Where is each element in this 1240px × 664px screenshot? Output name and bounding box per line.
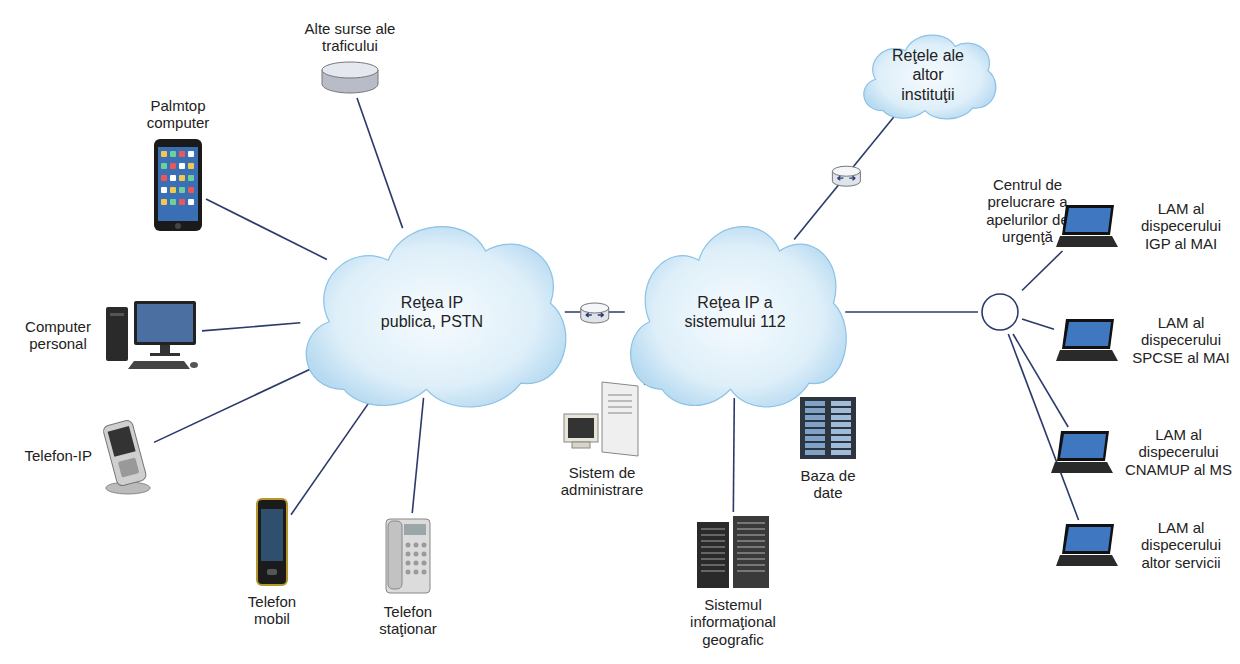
node-label: Palmtop computer xyxy=(138,97,218,132)
circle-icon xyxy=(980,292,1020,332)
network-link xyxy=(357,98,403,228)
admin-icon xyxy=(562,378,642,458)
device-node: LAM al dispecerului SPCSE al MAI xyxy=(1056,314,1236,366)
network-link xyxy=(412,398,423,513)
network-cloud: Reţea IP publica, PSTN xyxy=(285,205,580,420)
db-icon xyxy=(798,395,858,461)
gis-icon xyxy=(693,514,773,590)
router-icon xyxy=(581,303,609,323)
network-link xyxy=(733,398,736,512)
device-node: Telefon staţionar xyxy=(363,515,453,638)
network-cloud: Reţele ale altor instituţii xyxy=(853,25,1003,125)
device-node: LAM al dispecerului IGP al MAI xyxy=(1056,200,1236,252)
tablet-icon xyxy=(152,137,204,233)
device-node: Telefon-IP xyxy=(24,416,152,496)
node-label: Telefon mobil xyxy=(237,593,307,628)
hub-circle: Centrul de prelucrare a apelurilor de ur… xyxy=(980,292,1020,332)
laptop-icon xyxy=(1056,522,1120,568)
cloud-shape xyxy=(613,205,858,420)
node-label: Reţea IP a sistemului 112 xyxy=(668,293,803,331)
node-label: Reţea IP publica, PSTN xyxy=(372,293,492,331)
device-node: Sistem de administrare xyxy=(547,378,657,499)
network-link xyxy=(1008,334,1078,520)
network-cloud: Reţea IP a sistemului 112 xyxy=(613,205,858,420)
network-link xyxy=(1022,319,1054,329)
node-label: Reţele ale altor instituţii xyxy=(888,46,968,104)
node-label: Baza de date xyxy=(788,467,868,502)
laptop-icon xyxy=(1056,317,1120,363)
network-link xyxy=(154,362,324,442)
network-link xyxy=(794,111,899,239)
node-label: Telefon staţionar xyxy=(363,603,453,638)
mobile-icon xyxy=(255,497,289,587)
laptop-icon xyxy=(1056,203,1120,249)
pc-icon xyxy=(104,299,200,371)
network-link xyxy=(291,390,377,514)
node-label: Computer personal xyxy=(18,318,98,353)
network-link xyxy=(1022,251,1062,291)
cloud-shape xyxy=(285,205,580,420)
node-label: LAM al dispecerului SPCSE al MAI xyxy=(1126,314,1236,366)
node-label: LAM al dispecerului IGP al MAI xyxy=(1126,200,1236,252)
node-label: Alte surse ale traficului xyxy=(295,20,405,55)
device-node: LAM al dispecerului CNAMUP al MS xyxy=(1051,426,1236,478)
node-label: LAM al dispecerului CNAMUP al MS xyxy=(1121,426,1236,478)
device-node: Palmtop computer xyxy=(138,97,218,234)
node-label: Sistemul informaţional geografic xyxy=(678,596,788,648)
node-label: LAM al dispecerului altor servicii xyxy=(1126,519,1236,571)
device-node: Telefon mobil xyxy=(237,497,307,628)
network-link xyxy=(1013,334,1068,427)
node-label: Sistem de administrare xyxy=(547,464,657,499)
deskphone-icon xyxy=(382,515,434,597)
node-label: Telefon-IP xyxy=(24,447,92,464)
device-node: Computer personal xyxy=(18,299,200,371)
network-link xyxy=(202,323,300,331)
router-icon xyxy=(832,166,860,186)
laptop-icon xyxy=(1051,429,1115,475)
device-node: Baza de date xyxy=(788,395,868,502)
disk-icon xyxy=(320,60,380,96)
device-node: Sistemul informaţional geografic xyxy=(678,514,788,648)
network-link xyxy=(206,199,327,259)
device-node: Alte surse ale traficului xyxy=(295,20,405,97)
network-link xyxy=(845,311,978,313)
ipphone-icon xyxy=(98,416,152,496)
device-node: LAM al dispecerului altor servicii xyxy=(1056,519,1236,571)
